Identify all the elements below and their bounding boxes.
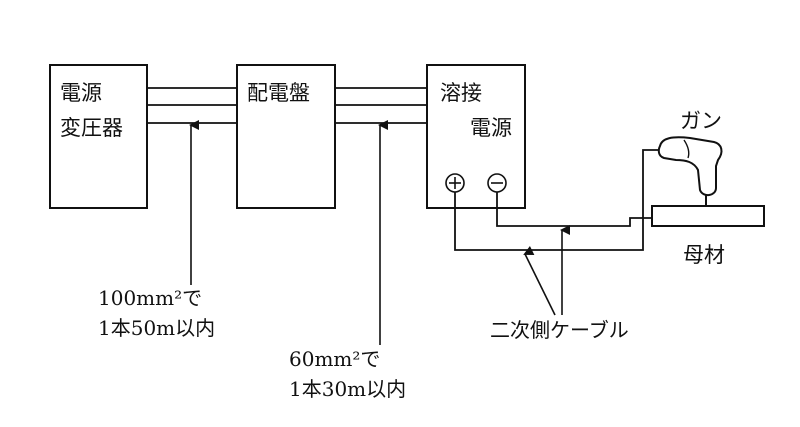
welder-label-line1: 溶接 xyxy=(440,81,482,105)
gun-label: ガン xyxy=(680,109,722,133)
base-metal-plate xyxy=(651,205,765,227)
switchboard-label: 配電盤 xyxy=(247,81,310,105)
base-metal-label: 母材 xyxy=(683,243,725,267)
cable-1-size-note: 100mm²で xyxy=(98,286,202,310)
primary-cable-2 xyxy=(335,87,427,124)
welder-label-line2: 電源 xyxy=(470,116,512,140)
transformer-label-line2: 変圧器 xyxy=(60,116,123,140)
secondary-cable-arrow-1 xyxy=(523,245,556,316)
cable-2-size-note: 60mm²で xyxy=(289,347,380,371)
secondary-cable-note: 二次側ケーブル xyxy=(490,318,629,342)
welding-gun-icon xyxy=(657,136,723,206)
switchboard-box: 配電盤 xyxy=(236,64,336,209)
secondary-cable-negative xyxy=(496,192,652,227)
power-transformer-box: 電源 変圧器 xyxy=(49,64,148,209)
welding-power-source-box: 溶接 電源 xyxy=(426,64,526,209)
cable-1-spec-note: 1本50m以内 xyxy=(98,316,215,340)
transformer-label-line1: 電源 xyxy=(60,81,102,105)
secondary-cable-positive xyxy=(454,149,660,251)
primary-cable-1 xyxy=(147,87,237,124)
cable-2-spec-note: 1本30m以内 xyxy=(289,377,406,401)
